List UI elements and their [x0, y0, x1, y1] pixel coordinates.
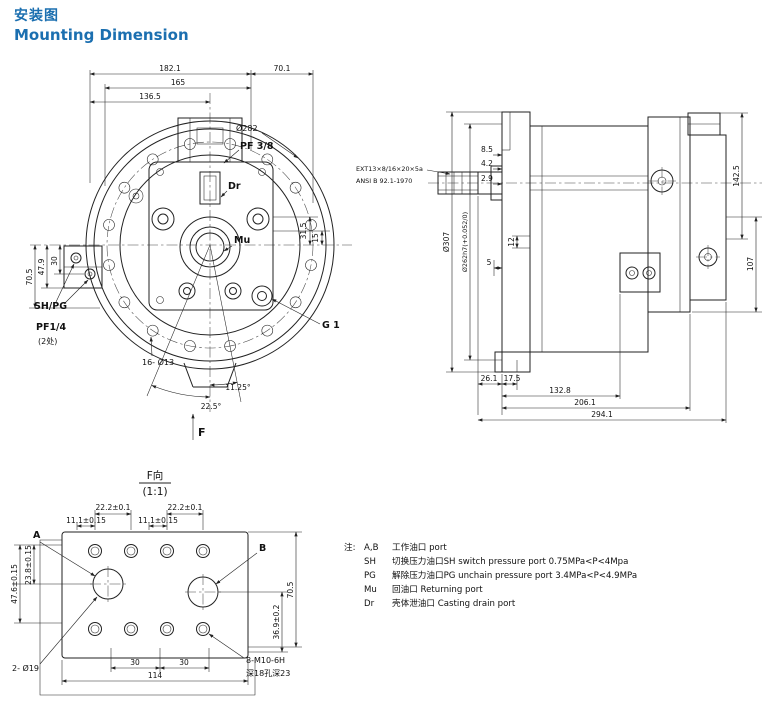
dim-30: 30 [50, 256, 59, 266]
note-key-dr: Dr [364, 599, 375, 609]
dim-70-1: 70.1 [274, 64, 291, 73]
dim-182-1: 182.1 [159, 64, 181, 73]
label-2-places: (2处) [38, 336, 57, 346]
note-key-mu: Mu [364, 585, 377, 595]
label-port-b: B [259, 543, 266, 554]
dr-port [199, 171, 221, 205]
dim-4-2: 4.2 [481, 159, 493, 168]
f-view-extension-lines [14, 510, 302, 685]
label-2-dia19: 2- Ø19 [12, 663, 39, 673]
f-view: F向 (1:1) [10, 469, 302, 696]
angle-11-25: 11.25° [225, 383, 250, 392]
dim-206-1: 206.1 [574, 398, 596, 407]
shpg-port-block [63, 245, 103, 289]
dim-dia262: Ø262h7(+0.052/0) [461, 212, 469, 272]
f-view-dimension-lines [18, 512, 298, 683]
label-outer-diameter: Ø282 [236, 123, 258, 133]
outer-flange-circle [85, 120, 335, 370]
dim-22-2-right: 22.2±0.1 [168, 503, 203, 512]
note-key-sh: SH [364, 557, 376, 567]
label-thread-depth: 深18孔深23 [246, 669, 290, 678]
dim-8-5: 8.5 [481, 145, 493, 154]
front-dimension-lines [33, 72, 324, 309]
label-port-a: A [33, 530, 41, 541]
dim-47-6: 47.6±0.15 [10, 564, 19, 604]
flange-circles [85, 120, 335, 370]
label-shpg-ports: SH/PG [34, 301, 67, 312]
valve-block [148, 117, 274, 311]
side-view-texts: 8.5 4.2 2.9 Ø307 Ø262h7(+0.052/0) 12 5 2… [356, 145, 755, 419]
note-desc-dr: 壳体泄油口 Casting drain port [392, 597, 516, 609]
front-view-texts: 182.1 70.1 165 136.5 30 47.9 70.5 31.5 1… [25, 64, 340, 439]
f-view-texts: 22.2±0.1 22.2±0.1 11.1±0.15 11.1±0.15 A … [10, 503, 295, 680]
f-view-title-text: F向 [147, 469, 164, 482]
front-view-centerlines [30, 93, 352, 412]
dim-30-left: 30 [130, 658, 140, 667]
note-desc-sh: 切换压力油口SH switch pressure port 0.75MPa<P<… [392, 555, 628, 567]
motor-body [529, 125, 661, 353]
front-extension-lines [29, 70, 330, 309]
f-view-plate [39, 531, 256, 696]
dim-22-2-left: 22.2±0.1 [96, 503, 131, 512]
dim-36-9: 36.9±0.2 [272, 604, 281, 639]
dim-15: 15 [311, 233, 320, 243]
label-8-m10: 8-M10-6H [246, 656, 285, 665]
dim-2-9: 2.9 [481, 174, 493, 183]
label-pf14-thread: PF1/4 [36, 322, 67, 333]
dim-70-5-f: 70.5 [286, 581, 295, 598]
label-bolt-holes: 16- Ø13 [142, 357, 174, 367]
note-key-ab: A,B [364, 543, 379, 553]
notes-block: 注: A,B 工作油口 port SH 切换压力油口SH switch pres… [344, 541, 637, 609]
f-view-scale: (1:1) [142, 486, 167, 498]
g1-port [251, 285, 273, 307]
dim-26-1: 26.1 [481, 374, 498, 383]
dim-30-right: 30 [179, 658, 189, 667]
page-title-cn: 安装图 [14, 8, 59, 24]
label-spline-spec: EXT13×8/16×20×5a [356, 165, 423, 173]
label-mu-port: Mu [234, 235, 250, 246]
dim-294-1: 294.1 [591, 410, 613, 419]
label-pf38-port: PF 3/8 [240, 141, 274, 152]
dim-47-9: 47.9 [37, 258, 46, 275]
page-title-en: Mounting Dimension [14, 25, 189, 44]
label-dr-port: Dr [228, 181, 241, 192]
dim-114: 114 [148, 671, 163, 680]
label-spline-standard: ANSI B 92.1-1970 [356, 177, 412, 185]
drawing-header: 安装图 Mounting Dimension [14, 8, 189, 44]
f-view-title: F向 (1:1) [139, 469, 171, 498]
flange-ports [128, 188, 273, 307]
side-view: 8.5 4.2 2.9 Ø307 Ø262h7(+0.052/0) 12 5 2… [356, 111, 762, 423]
front-leader-lines [55, 132, 321, 357]
dim-70-5: 70.5 [25, 268, 34, 285]
dim-11-1-right: 11.1±0.15 [138, 516, 178, 525]
dim-136-5: 136.5 [139, 92, 161, 101]
dim-11-1-left: 11.1±0.15 [66, 516, 106, 525]
notes-prefix: 注: [344, 541, 356, 553]
dim-142-5: 142.5 [732, 165, 741, 187]
label-view-f: F [198, 426, 206, 439]
front-view: 182.1 70.1 165 136.5 30 47.9 70.5 31.5 1… [25, 64, 352, 440]
bolt-circle [106, 141, 314, 349]
dim-5: 5 [487, 258, 492, 267]
note-desc-mu: 回油口 Returning port [392, 583, 483, 595]
dim-165: 165 [171, 78, 186, 87]
angle-22-5: 22.5° [201, 402, 222, 411]
dim-31-5: 31.5 [299, 222, 308, 239]
rear-housing [647, 112, 727, 313]
dim-17-5: 17.5 [504, 374, 521, 383]
note-key-pg: PG [364, 571, 376, 581]
side-dimension-lines [426, 111, 758, 422]
dim-132-8: 132.8 [549, 386, 571, 395]
dim-12: 12 [507, 237, 516, 247]
f-view-holes [88, 544, 221, 636]
dim-107: 107 [746, 257, 755, 272]
dim-dia307: Ø307 [442, 232, 451, 252]
note-desc-ab: 工作油口 port [392, 541, 447, 553]
dim-23-8: 23.8±0.15 [24, 545, 33, 585]
angle-dimensions [146, 244, 242, 403]
label-g1-port: G 1 [322, 320, 340, 331]
note-desc-pg: 解除压力油口PG unchain pressure port 3.4MPa<P<… [392, 569, 637, 581]
